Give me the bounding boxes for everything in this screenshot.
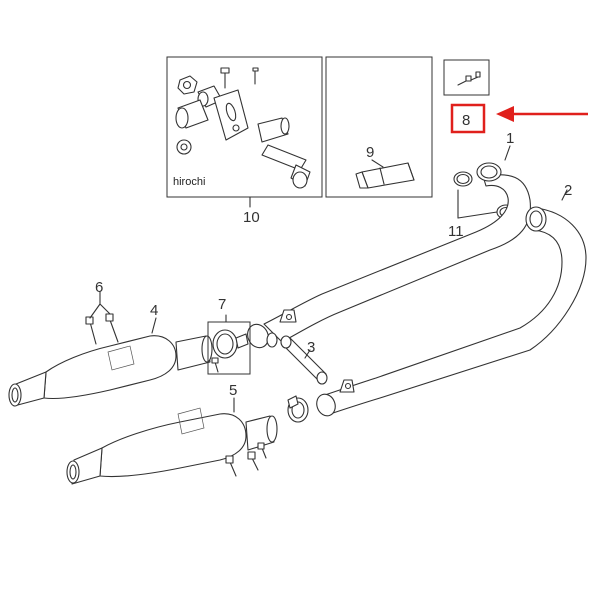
callout-5: 5 bbox=[229, 382, 237, 399]
callout-4: 4 bbox=[150, 302, 158, 319]
screw-icon bbox=[457, 71, 481, 86]
mounting-bracket-icon bbox=[213, 89, 249, 141]
washer-icon bbox=[176, 139, 192, 155]
nut-icon bbox=[177, 75, 198, 95]
callout-7: 7 bbox=[218, 296, 226, 313]
connector-pipe-part-3 bbox=[266, 332, 328, 385]
bolt-set-part-6 bbox=[85, 291, 119, 345]
muffler-part-5 bbox=[66, 407, 278, 485]
pipe-bracket-tab-icon bbox=[279, 309, 355, 393]
lower-clamp-icon bbox=[287, 395, 309, 423]
exhaust-pipe-part-2 bbox=[316, 206, 587, 417]
watermark-text: hirochi bbox=[173, 176, 205, 188]
callout-10: 10 bbox=[243, 209, 260, 226]
inset-box-part-9: 9 bbox=[325, 56, 433, 198]
callout-1: 1 bbox=[506, 130, 514, 147]
callout-8-highlight-box bbox=[450, 103, 486, 134]
exhaust-pipe-part-1 bbox=[247, 162, 531, 349]
callout-3: 3 bbox=[307, 339, 315, 356]
callout-9: 9 bbox=[366, 144, 374, 161]
muffler-part-4 bbox=[8, 335, 213, 407]
clamp-part-7 bbox=[207, 321, 251, 375]
bolt-icon bbox=[225, 442, 267, 477]
callout-11: 11 bbox=[448, 223, 464, 240]
collar-icon bbox=[257, 117, 290, 143]
inset-box-part-10: hirochi bbox=[166, 56, 323, 198]
long-bolt-icon bbox=[261, 144, 311, 189]
callout-2: 2 bbox=[564, 182, 572, 199]
sealant-tube-icon bbox=[355, 162, 415, 189]
inset-box-part-8 bbox=[443, 59, 490, 96]
highlight-arrow-icon bbox=[496, 106, 588, 122]
callout-6: 6 bbox=[95, 279, 103, 296]
bolt-icon bbox=[220, 67, 259, 89]
callout-8: 8 bbox=[462, 112, 470, 129]
